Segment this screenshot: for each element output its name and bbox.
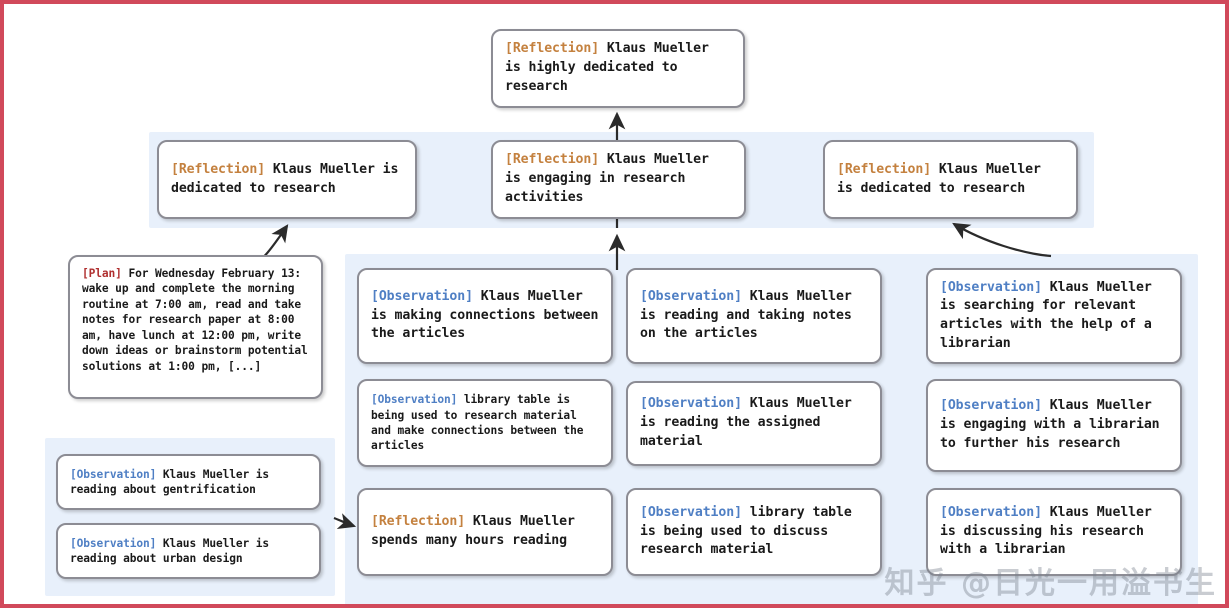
node-reflection-3[interactable]: [Reflection] Klaus Mueller is dedicated … (823, 140, 1078, 219)
node-plan[interactable]: [Plan] For Wednesday February 13: wake u… (68, 255, 323, 399)
node-body: Klaus Mueller is dedicated to research (837, 161, 1049, 196)
tag-observation: [Observation] (70, 536, 157, 550)
node-body: Klaus Mueller spends many hours reading (371, 514, 583, 548)
node-body: Klaus Mueller is reading and taking note… (640, 288, 860, 342)
tag-reflection: [Reflection] (171, 161, 266, 177)
node-body: library table is being used to discuss r… (640, 504, 860, 558)
node-body: Klaus Mueller is reading about gentrific… (70, 467, 276, 496)
node-text: [Observation] Klaus Mueller is reading a… (640, 288, 868, 344)
node-reflection-1[interactable]: [Reflection] Klaus Mueller is dedicated … (157, 140, 417, 219)
tag-observation: [Observation] (640, 288, 742, 304)
node-text: [Observation] Klaus Mueller is discussin… (940, 504, 1168, 560)
node-body: Klaus Mueller is highly dedicated to res… (505, 41, 717, 94)
node-text: [Reflection] Klaus Mueller is engaging i… (505, 151, 732, 207)
node-text: [Reflection] Klaus Mueller is dedicated … (171, 161, 403, 198)
node-col3-observation-1[interactable]: [Observation] Klaus Mueller is searching… (926, 268, 1182, 364)
tag-reflection: [Reflection] (505, 41, 600, 57)
tag-observation: [Observation] (940, 279, 1042, 295)
node-text: [Reflection] Klaus Mueller spends many h… (371, 513, 599, 550)
node-col2-observation-1[interactable]: [Observation] Klaus Mueller is reading a… (626, 268, 882, 364)
node-body: For Wednesday February 13: wake up and c… (82, 267, 315, 373)
node-col3-observation-3[interactable]: [Observation] Klaus Mueller is discussin… (926, 488, 1182, 576)
node-body: Klaus Mueller is searching for relevant … (940, 279, 1160, 351)
tag-observation: [Observation] (371, 393, 458, 407)
node-body: library table is being used to research … (371, 393, 590, 453)
node-reflection-2[interactable]: [Reflection] Klaus Mueller is engaging i… (491, 140, 746, 219)
node-text: [Reflection] Klaus Mueller is dedicated … (837, 161, 1064, 198)
tag-plan: [Plan] (82, 267, 122, 280)
node-text: [Observation] Klaus Mueller is engaging … (940, 397, 1168, 453)
node-body: Klaus Mueller is discussing his research… (940, 504, 1160, 558)
tag-reflection: [Reflection] (371, 514, 466, 530)
node-body: Klaus Mueller is dedicated to research (171, 161, 407, 196)
node-col1-observation-1[interactable]: [Observation] Klaus Mueller is making co… (357, 268, 613, 364)
node-body: Klaus Mueller is reading the assigned ma… (640, 396, 860, 449)
tag-reflection: [Reflection] (505, 152, 600, 168)
node-text: [Observation] Klaus Mueller is making co… (371, 288, 599, 344)
node-text: [Observation] Klaus Mueller is reading t… (640, 395, 868, 451)
tag-observation: [Observation] (640, 504, 742, 520)
node-left-observation-2[interactable]: [Observation] Klaus Mueller is reading a… (56, 523, 321, 579)
node-col2-observation-3[interactable]: [Observation] library table is being use… (626, 488, 882, 576)
node-top-reflection[interactable]: [Reflection] Klaus Mueller is highly ded… (491, 29, 745, 108)
node-col2-observation-2[interactable]: [Observation] Klaus Mueller is reading t… (626, 381, 882, 466)
node-col3-observation-2[interactable]: [Observation] Klaus Mueller is engaging … (926, 379, 1182, 472)
node-left-observation-1[interactable]: [Observation] Klaus Mueller is reading a… (56, 454, 321, 510)
tag-observation: [Observation] (70, 467, 157, 481)
node-col1-observation-2[interactable]: [Observation] library table is being use… (357, 379, 613, 467)
node-body: Klaus Mueller is making connections betw… (371, 288, 607, 342)
node-text: [Observation] Klaus Mueller is reading a… (70, 467, 307, 498)
node-col1-reflection[interactable]: [Reflection] Klaus Mueller spends many h… (357, 488, 613, 576)
node-text: [Reflection] Klaus Mueller is highly ded… (505, 40, 731, 96)
node-body: Klaus Mueller is reading about urban des… (70, 536, 276, 565)
tag-observation: [Observation] (940, 504, 1042, 520)
node-text: [Observation] Klaus Mueller is searching… (940, 279, 1168, 354)
node-text: [Observation] library table is being use… (371, 392, 599, 454)
node-body: Klaus Mueller is engaging with a librari… (940, 398, 1168, 451)
tag-observation: [Observation] (940, 398, 1042, 414)
tag-reflection: [Reflection] (837, 161, 932, 177)
node-text: [Plan] For Wednesday February 13: wake u… (82, 266, 309, 374)
node-body: Klaus Mueller is engaging in research ac… (505, 152, 717, 205)
tag-observation: [Observation] (640, 396, 742, 412)
tag-observation: [Observation] (371, 288, 473, 304)
node-text: [Observation] library table is being use… (640, 504, 868, 560)
node-text: [Observation] Klaus Mueller is reading a… (70, 536, 307, 567)
